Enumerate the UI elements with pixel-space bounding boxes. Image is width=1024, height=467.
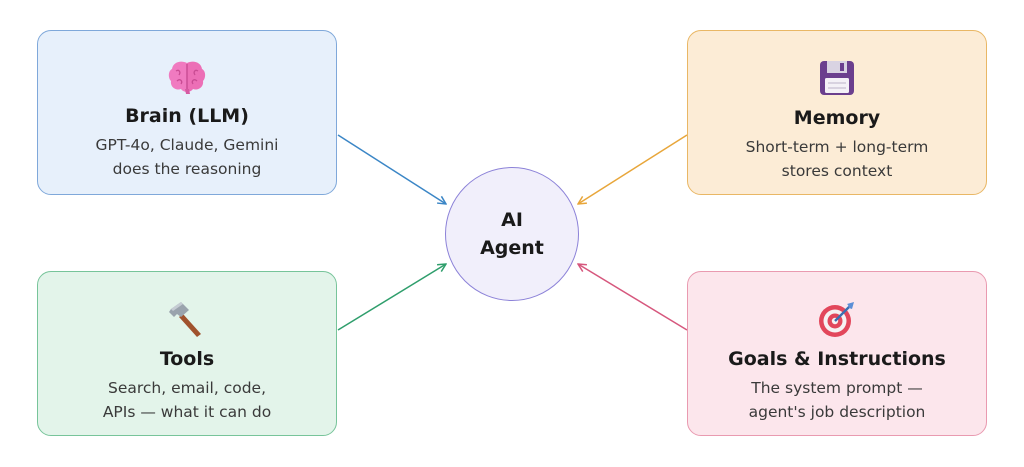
brain-desc-line1: GPT-4o, Claude, Gemini — [95, 136, 279, 154]
brain-desc-line2: does the reasoning — [112, 160, 262, 178]
arrow-goals-to-agent — [578, 264, 688, 331]
tools-desc-line1: Search, email, code, — [107, 379, 266, 397]
tools-card: Tools Search, email, code, APIs — what i… — [37, 271, 337, 436]
goals-desc-line1: The system prompt — — [751, 379, 923, 397]
memory-card: Memory Short-term + long-term stores con… — [687, 30, 987, 195]
memory-desc-line1: Short-term + long-term — [745, 138, 929, 156]
tools-title: Tools — [159, 348, 215, 370]
ai-agent-node: AI Agent — [445, 167, 579, 301]
memory-desc-line2: stores context — [781, 162, 893, 180]
arrow-memory-to-agent — [578, 134, 688, 204]
arrow-brain-to-agent — [337, 134, 446, 204]
hammer-icon — [169, 302, 201, 337]
ai-agent-label-line1: AI — [501, 209, 523, 231]
brain-icon — [168, 61, 206, 94]
floppy-disk-icon — [820, 61, 854, 95]
goals-desc-line2: agent's job description — [748, 403, 926, 421]
brain-title: Brain (LLM) — [125, 105, 249, 127]
goals-card: Goals & Instructions The system prompt —… — [687, 271, 987, 436]
goals-title: Goals & Instructions — [728, 348, 946, 370]
brain-card: Brain (LLM) GPT-4o, Claude, Gemini does … — [37, 30, 337, 195]
ai-agent-label-line2: Agent — [480, 237, 544, 259]
tools-desc-line2: APIs — what it can do — [102, 403, 272, 421]
arrow-tools-to-agent — [337, 264, 446, 331]
target-icon — [819, 302, 854, 337]
memory-title: Memory — [793, 107, 881, 129]
